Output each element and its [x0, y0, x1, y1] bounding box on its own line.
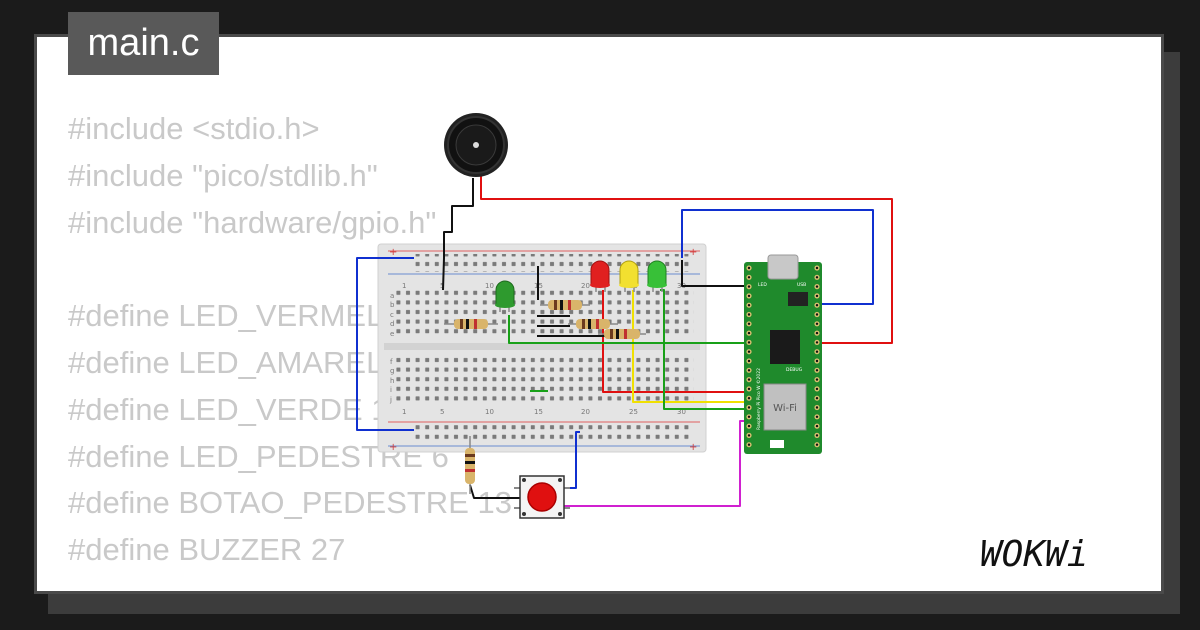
code-preview: #include <stdio.h> #include "pico/stdlib.… [68, 106, 512, 574]
buzzer [444, 113, 508, 177]
svg-text:+: + [689, 247, 697, 258]
row-letter: d [390, 320, 394, 328]
code-line: #include <stdio.h> [68, 111, 320, 146]
push-button[interactable] [514, 475, 570, 519]
col-number: 15 [534, 408, 543, 416]
code-line: #include "hardware/gpio.h" [68, 204, 437, 240]
col-number: 1 [402, 408, 406, 416]
led-red [590, 260, 610, 292]
resistor [465, 436, 475, 494]
svg-text:+: + [389, 247, 397, 258]
row-letter: g [390, 367, 394, 375]
led-pedestrian-green [495, 280, 515, 312]
code-line: #define BUZZER 27 [68, 532, 346, 568]
usb-label: USB [797, 282, 806, 288]
resistor [568, 319, 618, 329]
row-letter: e [390, 330, 394, 338]
brand-name: WOKWi [980, 534, 1088, 575]
col-number: 1 [402, 282, 406, 290]
row-letter: i [390, 386, 392, 394]
breadboard: 1 5 10 15 20 25 30 1 5 10 15 20 25 30 a … [377, 243, 707, 453]
raspberry-pi-pico-w: Wi-Fi USB LED DEBUG Raspberry Pi Pico W … [744, 254, 822, 454]
debug-label: DEBUG [786, 367, 803, 373]
col-number: 25 [629, 408, 638, 416]
led-yellow [619, 260, 639, 292]
row-letter: c [390, 311, 394, 319]
svg-text:+: + [689, 442, 697, 453]
leds [495, 260, 667, 312]
col-number: 20 [581, 408, 590, 416]
row-letter: h [390, 377, 394, 385]
led-green [647, 260, 667, 292]
wokwi-logo: WOKWi [980, 534, 1088, 575]
col-number: 5 [440, 408, 444, 416]
resistor [444, 319, 498, 329]
row-letter: b [390, 301, 395, 309]
row-letter: f [390, 358, 393, 366]
led-label: LED [758, 282, 767, 288]
code-line: #define BOTAO_PEDESTRE 13 [68, 485, 512, 521]
pico-model-label: Raspberry Pi Pico W ©2022 [755, 368, 762, 430]
wires [356, 176, 893, 507]
svg-text:+: + [389, 442, 397, 453]
col-number: 20 [581, 282, 590, 290]
wifi-label: Wi-Fi [773, 403, 797, 414]
resistor [540, 300, 590, 310]
col-number: 10 [485, 408, 494, 416]
file-name-tab: main.c [68, 12, 219, 75]
code-line: #include "pico/stdlib.h" [68, 157, 378, 193]
resistor [598, 329, 646, 339]
col-number: 10 [485, 282, 494, 290]
row-letter: j [389, 396, 392, 404]
resistors [444, 300, 646, 494]
col-number: 30 [677, 408, 686, 416]
row-letter: a [390, 292, 394, 300]
